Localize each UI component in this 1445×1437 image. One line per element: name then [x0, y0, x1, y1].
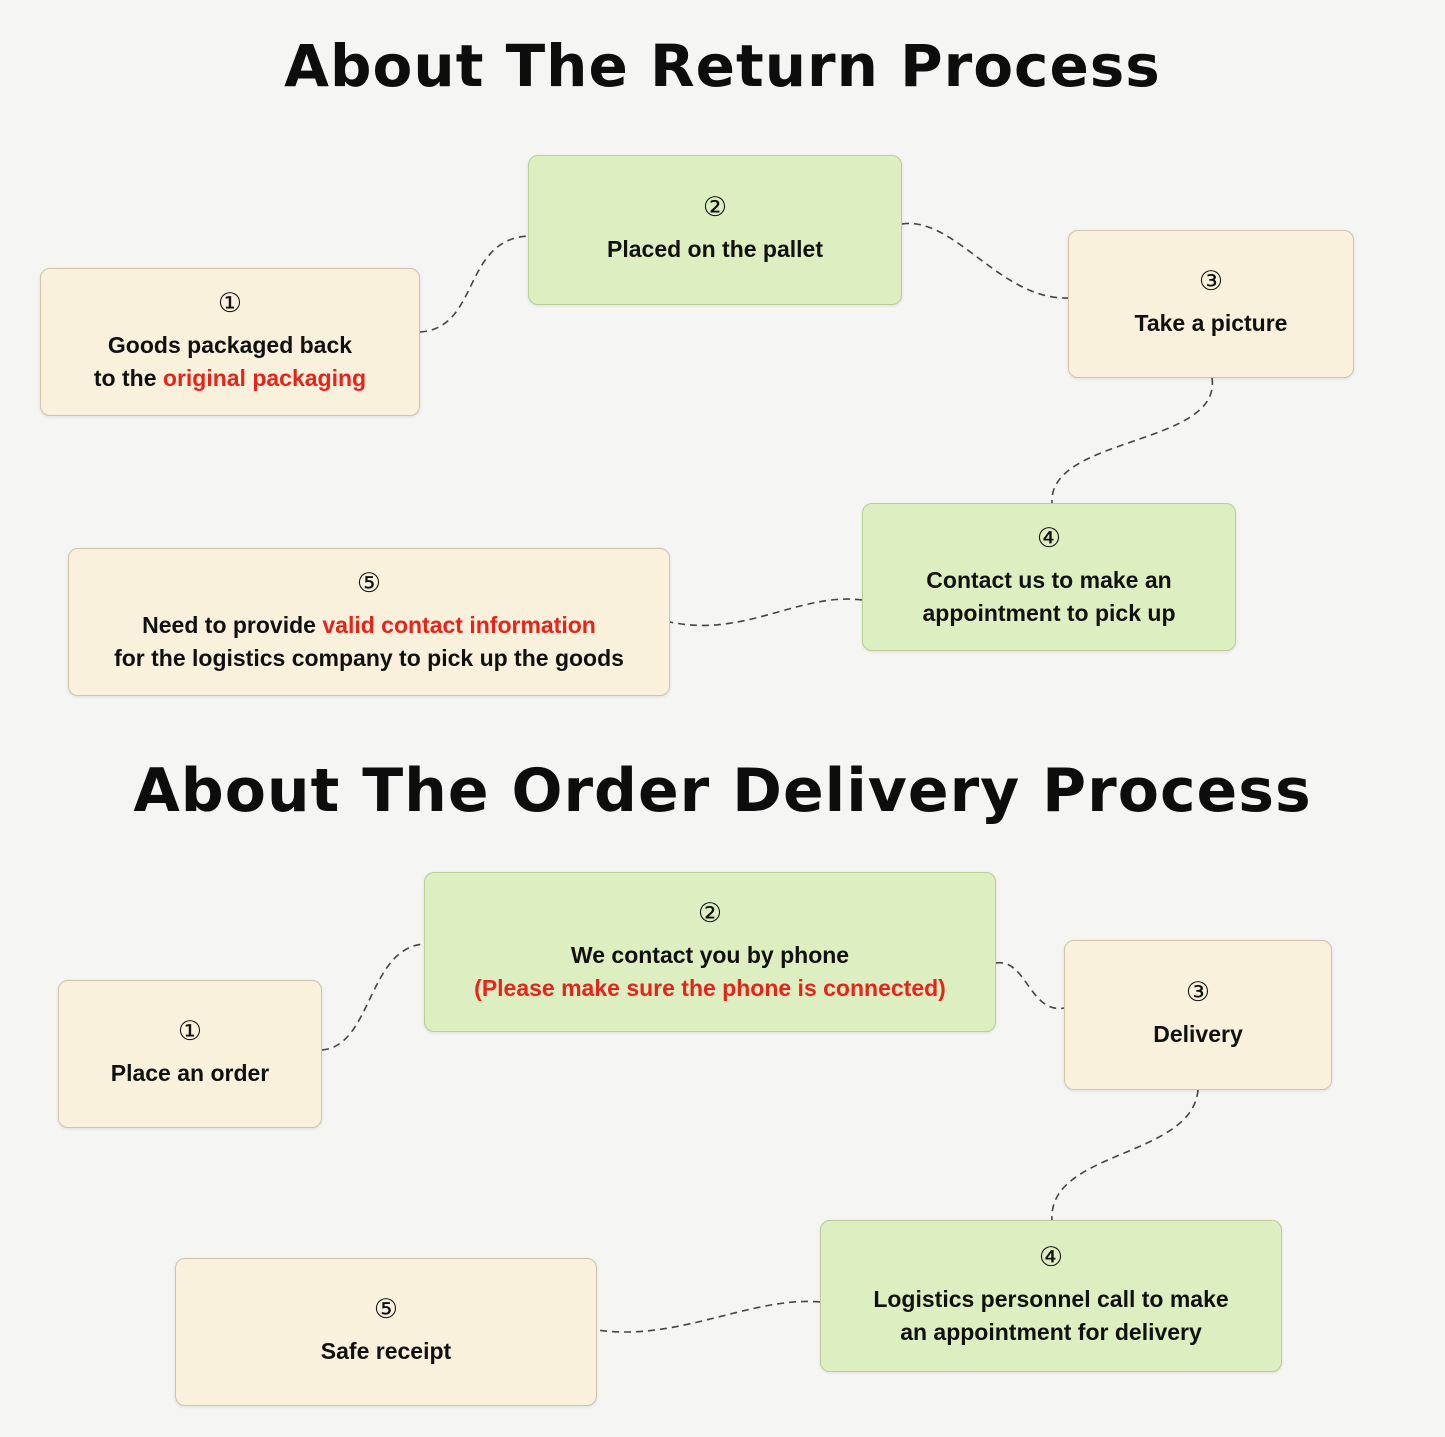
connector-delivery-4-5	[596, 1300, 821, 1333]
delivery-step-4-box: ④ Logistics personnel call to make an ap…	[820, 1220, 1282, 1372]
step-text-line: Contact us to make an	[926, 564, 1171, 597]
step-text-highlight: valid contact information	[322, 611, 596, 638]
return-process-title: About The Return Process	[284, 32, 1161, 100]
step-text-line: Logistics personnel call to make	[873, 1283, 1228, 1316]
step-text: appointment to pick up	[922, 599, 1176, 626]
step-number-3: ③	[1185, 977, 1211, 1008]
return-step-5-box: ⑤ Need to provide valid contact informat…	[68, 548, 670, 696]
step-text-highlight: original packaging	[162, 364, 367, 391]
step-text-line: We contact you by phone	[571, 939, 849, 972]
step-text-line: for the logistics company to pick up the…	[114, 642, 624, 675]
step-number-1: ①	[177, 1016, 203, 1047]
delivery-step-2-box: ② We contact you by phone (Please make s…	[424, 872, 996, 1032]
step-text: for the logistics company to pick up the…	[114, 644, 624, 671]
delivery-step-1-box: ① Place an order	[58, 980, 322, 1128]
connector-return-1-2	[419, 235, 529, 333]
connector-delivery-1-2	[321, 943, 425, 1051]
step-number-5: ⑤	[373, 1294, 399, 1325]
step-number-1: ①	[217, 287, 243, 319]
delivery-process-title: About The Order Delivery Process	[133, 756, 1312, 826]
step-text: Goods packaged back	[107, 331, 353, 358]
step-text: Contact us to make an	[926, 566, 1172, 593]
step-text: an appointment for delivery	[900, 1318, 1202, 1345]
return-step-3-box: ③ Take a picture	[1068, 230, 1354, 378]
step-text: Safe receipt	[320, 1338, 452, 1364]
step-number-3: ③	[1198, 266, 1224, 297]
step-text: Place an order	[110, 1060, 270, 1086]
step-text: Delivery	[1153, 1021, 1243, 1047]
step-text: Logistics personnel call to make	[873, 1285, 1229, 1312]
step-text: Take a picture	[1134, 310, 1288, 336]
step-text: Need to provide	[142, 611, 323, 638]
connector-return-3-4	[1051, 377, 1213, 504]
step-text-highlight: (Please make sure the phone is connected…	[474, 974, 946, 1001]
step-number-2: ②	[702, 192, 728, 223]
step-text-line: (Please make sure the phone is connected…	[474, 972, 946, 1005]
step-text-line: Goods packaged back	[108, 329, 352, 362]
step-text-line: Safe receipt	[321, 1335, 451, 1368]
step-text-line: Need to provide valid contact informatio…	[142, 609, 596, 642]
delivery-step-5-box: ⑤ Safe receipt	[175, 1258, 597, 1406]
step-text: We contact you by phone	[570, 941, 850, 968]
return-step-2-box: ② Placed on the pallet	[528, 155, 902, 305]
step-text-line: Place an order	[111, 1057, 270, 1090]
step-number-4: ④	[1036, 522, 1062, 554]
return-step-1-box: ① Goods packaged back to the original pa…	[40, 268, 420, 416]
connector-return-4-5	[669, 598, 863, 627]
step-text: to the	[93, 364, 163, 391]
step-number-4: ④	[1038, 1241, 1064, 1273]
step-text-line: Take a picture	[1135, 307, 1288, 340]
step-text-line: to the original packaging	[94, 362, 366, 395]
step-number-2: ②	[697, 897, 723, 929]
step-text: Placed on the pallet	[607, 236, 823, 262]
step-text-line: Placed on the pallet	[607, 233, 823, 266]
step-text-line: an appointment for delivery	[900, 1316, 1202, 1349]
return-step-4-box: ④ Contact us to make an appointment to p…	[862, 503, 1236, 651]
connector-return-2-3	[901, 222, 1069, 299]
step-text-line: appointment to pick up	[923, 597, 1176, 630]
step-number-5: ⑤	[356, 567, 382, 599]
delivery-step-3-box: ③ Delivery	[1064, 940, 1332, 1090]
step-text-line: Delivery	[1153, 1018, 1243, 1051]
connector-delivery-2-3	[995, 962, 1065, 1010]
connector-delivery-3-4	[1051, 1089, 1199, 1221]
